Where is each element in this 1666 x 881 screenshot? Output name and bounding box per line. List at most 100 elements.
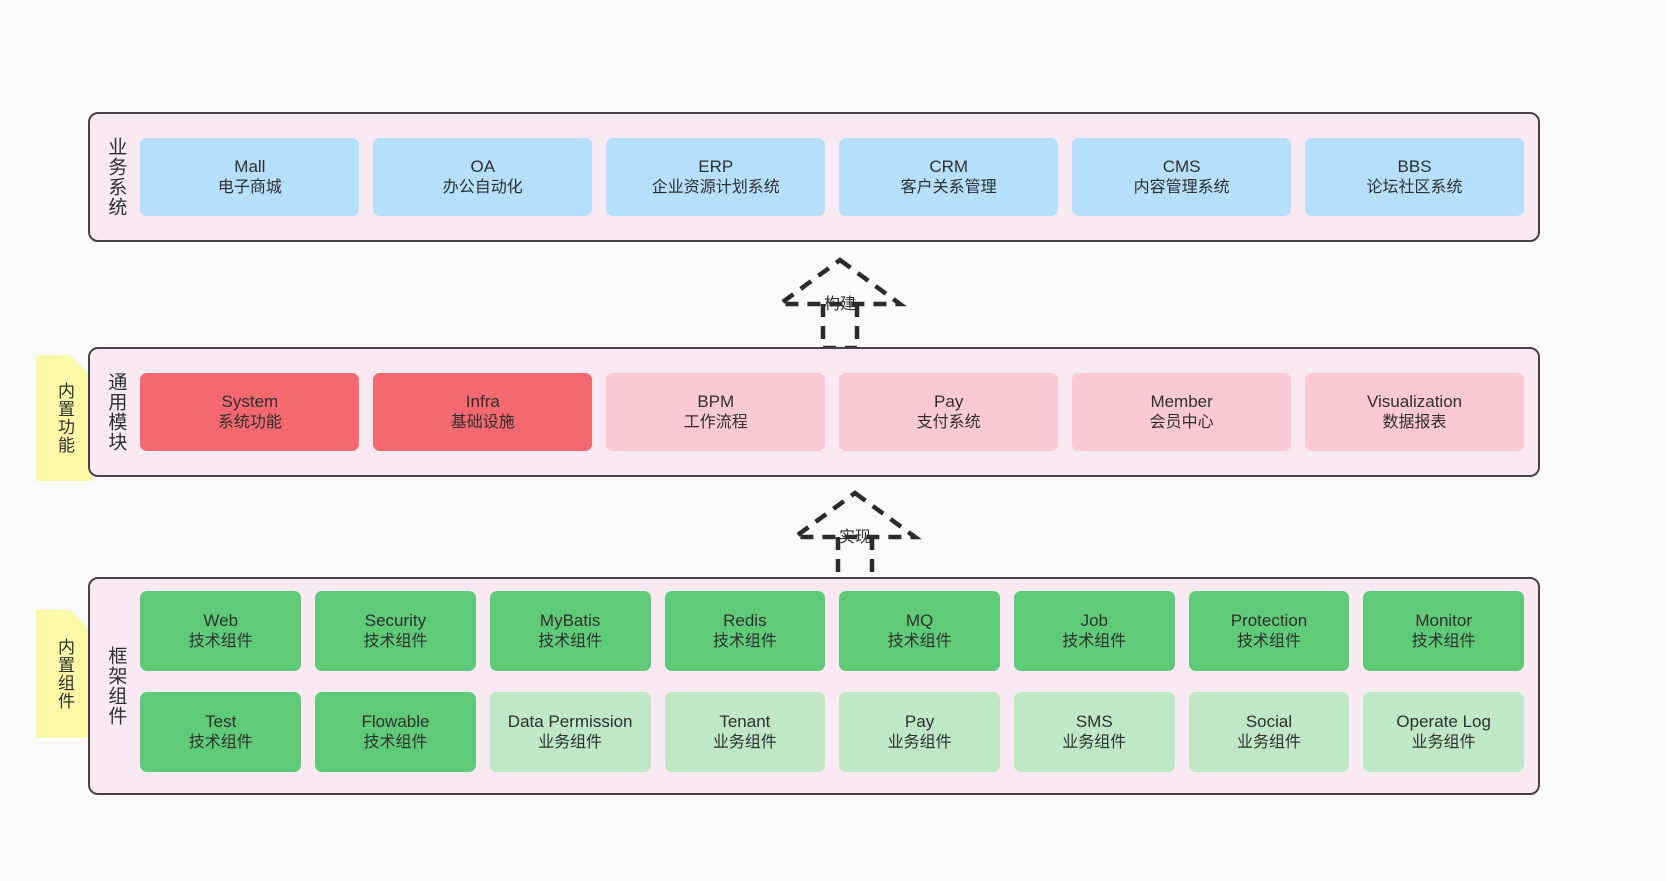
node-mybatis[interactable]: MyBatis 技术组件 <box>489 591 651 671</box>
node-infra-sub: 基础设施 <box>450 413 515 431</box>
node-mybatis-name: MyBatis <box>539 610 601 630</box>
node-data-permission[interactable]: Data Permission 业务组件 <box>489 692 651 772</box>
node-erp-sub: 企业资源计划系统 <box>651 178 780 196</box>
node-tenant-name: Tenant <box>719 711 771 731</box>
node-security-sub: 技术组件 <box>363 632 428 650</box>
node-operate-log-sub: 业务组件 <box>1411 733 1476 751</box>
sticky-note-builtin-features-label: 内置功能 <box>55 382 75 454</box>
node-mall-name: Mall <box>234 156 266 176</box>
node-mybatis-sub: 技术组件 <box>538 632 603 650</box>
node-member-name: Member <box>1150 391 1213 411</box>
node-operate-log-name: Operate Log <box>1396 711 1491 731</box>
layer-business-systems[interactable]: 业务系统 Mall 电子商城 OA 办公自动化 ERP 企业资源计划系统 CRM… <box>88 112 1540 242</box>
node-cms-name: CMS <box>1162 156 1201 176</box>
node-visualization-sub: 数据报表 <box>1382 413 1447 431</box>
node-operate-log[interactable]: Operate Log 业务组件 <box>1363 692 1525 772</box>
node-system[interactable]: System 系统功能 <box>140 373 360 451</box>
framework-row-technical: Web 技术组件 Security 技术组件 MyBatis 技术组件 Redi… <box>140 591 1525 680</box>
layer-business-boxes: Mall 电子商城 OA 办公自动化 ERP 企业资源计划系统 CRM 客户关系… <box>134 114 1538 240</box>
node-flowable[interactable]: Flowable 技术组件 <box>315 692 476 772</box>
node-system-sub: 系统功能 <box>217 413 282 431</box>
node-pay-component[interactable]: Pay 业务组件 <box>839 692 1000 772</box>
node-protection[interactable]: Protection 技术组件 <box>1188 591 1350 671</box>
connector-build: 构建 <box>755 252 925 352</box>
node-security[interactable]: Security 技术组件 <box>315 591 476 671</box>
node-bpm[interactable]: BPM 工作流程 <box>606 373 826 451</box>
arrowhead-triangle-icon <box>788 490 922 540</box>
node-pay-module-name: Pay <box>934 391 964 411</box>
node-monitor-name: Monitor <box>1415 610 1473 630</box>
layer-title-common: 通用模块 <box>105 372 127 452</box>
layer-common-modules[interactable]: 通用模块 System 系统功能 Infra 基础设施 BPM 工作流程 Pay… <box>88 347 1540 477</box>
node-redis[interactable]: Redis 技术组件 <box>664 591 826 671</box>
node-visualization[interactable]: Visualization 数据报表 <box>1305 373 1525 451</box>
node-pay-module[interactable]: Pay 支付系统 <box>839 373 1059 451</box>
node-crm-sub: 客户关系管理 <box>900 178 997 196</box>
node-erp[interactable]: ERP 企业资源计划系统 <box>606 138 826 216</box>
node-member-sub: 会员中心 <box>1149 413 1214 431</box>
node-pay-component-sub: 业务组件 <box>887 733 952 751</box>
node-bbs-sub: 论坛社区系统 <box>1366 178 1463 196</box>
node-test[interactable]: Test 技术组件 <box>140 692 302 772</box>
node-test-name: Test <box>205 711 237 731</box>
layer-common-boxes: System 系统功能 Infra 基础设施 BPM 工作流程 Pay 支付系统… <box>134 349 1538 475</box>
node-job-name: Job <box>1080 610 1108 630</box>
node-bbs[interactable]: BBS 论坛社区系统 <box>1305 138 1525 216</box>
node-crm-name: CRM <box>929 156 969 176</box>
node-redis-sub: 技术组件 <box>712 632 777 650</box>
node-web-name: Web <box>203 610 239 630</box>
node-cms-sub: 内容管理系统 <box>1133 178 1230 196</box>
node-cms[interactable]: CMS 内容管理系统 <box>1072 138 1292 216</box>
node-flowable-name: Flowable <box>361 711 430 731</box>
layer-title-business: 业务系统 <box>105 137 127 217</box>
node-test-sub: 技术组件 <box>188 733 253 751</box>
node-member[interactable]: Member 会员中心 <box>1072 373 1292 451</box>
node-infra[interactable]: Infra 基础设施 <box>373 373 593 451</box>
node-social-name: Social <box>1245 711 1293 731</box>
sticky-note-builtin-components-label: 内置组件 <box>55 638 75 710</box>
node-infra-name: Infra <box>465 391 500 411</box>
node-protection-name: Protection <box>1230 610 1308 630</box>
layer-title-framework: 框架组件 <box>105 646 127 726</box>
node-protection-sub: 技术组件 <box>1236 632 1301 650</box>
node-mq-sub: 技术组件 <box>887 632 952 650</box>
node-mall-sub: 电子商城 <box>217 178 282 196</box>
connector-implement-label: 实现 <box>838 529 872 546</box>
connector-implement: 实现 <box>770 485 940 585</box>
node-oa-name: OA <box>470 156 496 176</box>
layer-framework-components[interactable]: 框架组件 Web 技术组件 Security 技术组件 MyBatis 技术组件… <box>88 577 1540 795</box>
node-job[interactable]: Job 技术组件 <box>1013 591 1175 671</box>
node-redis-name: Redis <box>723 610 767 630</box>
node-flowable-sub: 技术组件 <box>363 733 428 751</box>
node-data-permission-name: Data Permission <box>507 711 633 731</box>
node-tenant[interactable]: Tenant 业务组件 <box>664 692 826 772</box>
arrowhead-triangle-icon <box>773 257 907 307</box>
node-monitor-sub: 技术组件 <box>1411 632 1476 650</box>
node-bpm-sub: 工作流程 <box>683 413 748 431</box>
node-sms[interactable]: SMS 业务组件 <box>1013 692 1175 772</box>
node-system-name: System <box>221 391 279 411</box>
node-pay-component-name: Pay <box>904 711 935 731</box>
sticky-note-builtin-features[interactable]: 内置功能 <box>36 355 92 481</box>
node-sms-name: SMS <box>1075 711 1113 731</box>
node-mq[interactable]: MQ 技术组件 <box>839 591 1000 671</box>
sticky-note-builtin-components[interactable]: 内置组件 <box>36 610 92 738</box>
node-web[interactable]: Web 技术组件 <box>140 591 302 671</box>
node-job-sub: 技术组件 <box>1062 632 1127 650</box>
node-bbs-name: BBS <box>1397 156 1432 176</box>
node-mq-name: MQ <box>905 610 934 630</box>
node-security-name: Security <box>364 610 427 630</box>
node-crm[interactable]: CRM 客户关系管理 <box>839 138 1059 216</box>
node-data-permission-sub: 业务组件 <box>538 733 603 751</box>
connector-build-label: 构建 <box>823 296 857 313</box>
node-social[interactable]: Social 业务组件 <box>1188 692 1350 772</box>
node-monitor[interactable]: Monitor 技术组件 <box>1363 591 1525 671</box>
node-mall[interactable]: Mall 电子商城 <box>140 138 360 216</box>
framework-row-business: Test 技术组件 Flowable 技术组件 Data Permission … <box>140 692 1525 781</box>
node-social-sub: 业务组件 <box>1236 733 1301 751</box>
node-oa[interactable]: OA 办公自动化 <box>373 138 593 216</box>
node-erp-name: ERP <box>698 156 734 176</box>
node-tenant-sub: 业务组件 <box>712 733 777 751</box>
node-bpm-name: BPM <box>697 391 735 411</box>
